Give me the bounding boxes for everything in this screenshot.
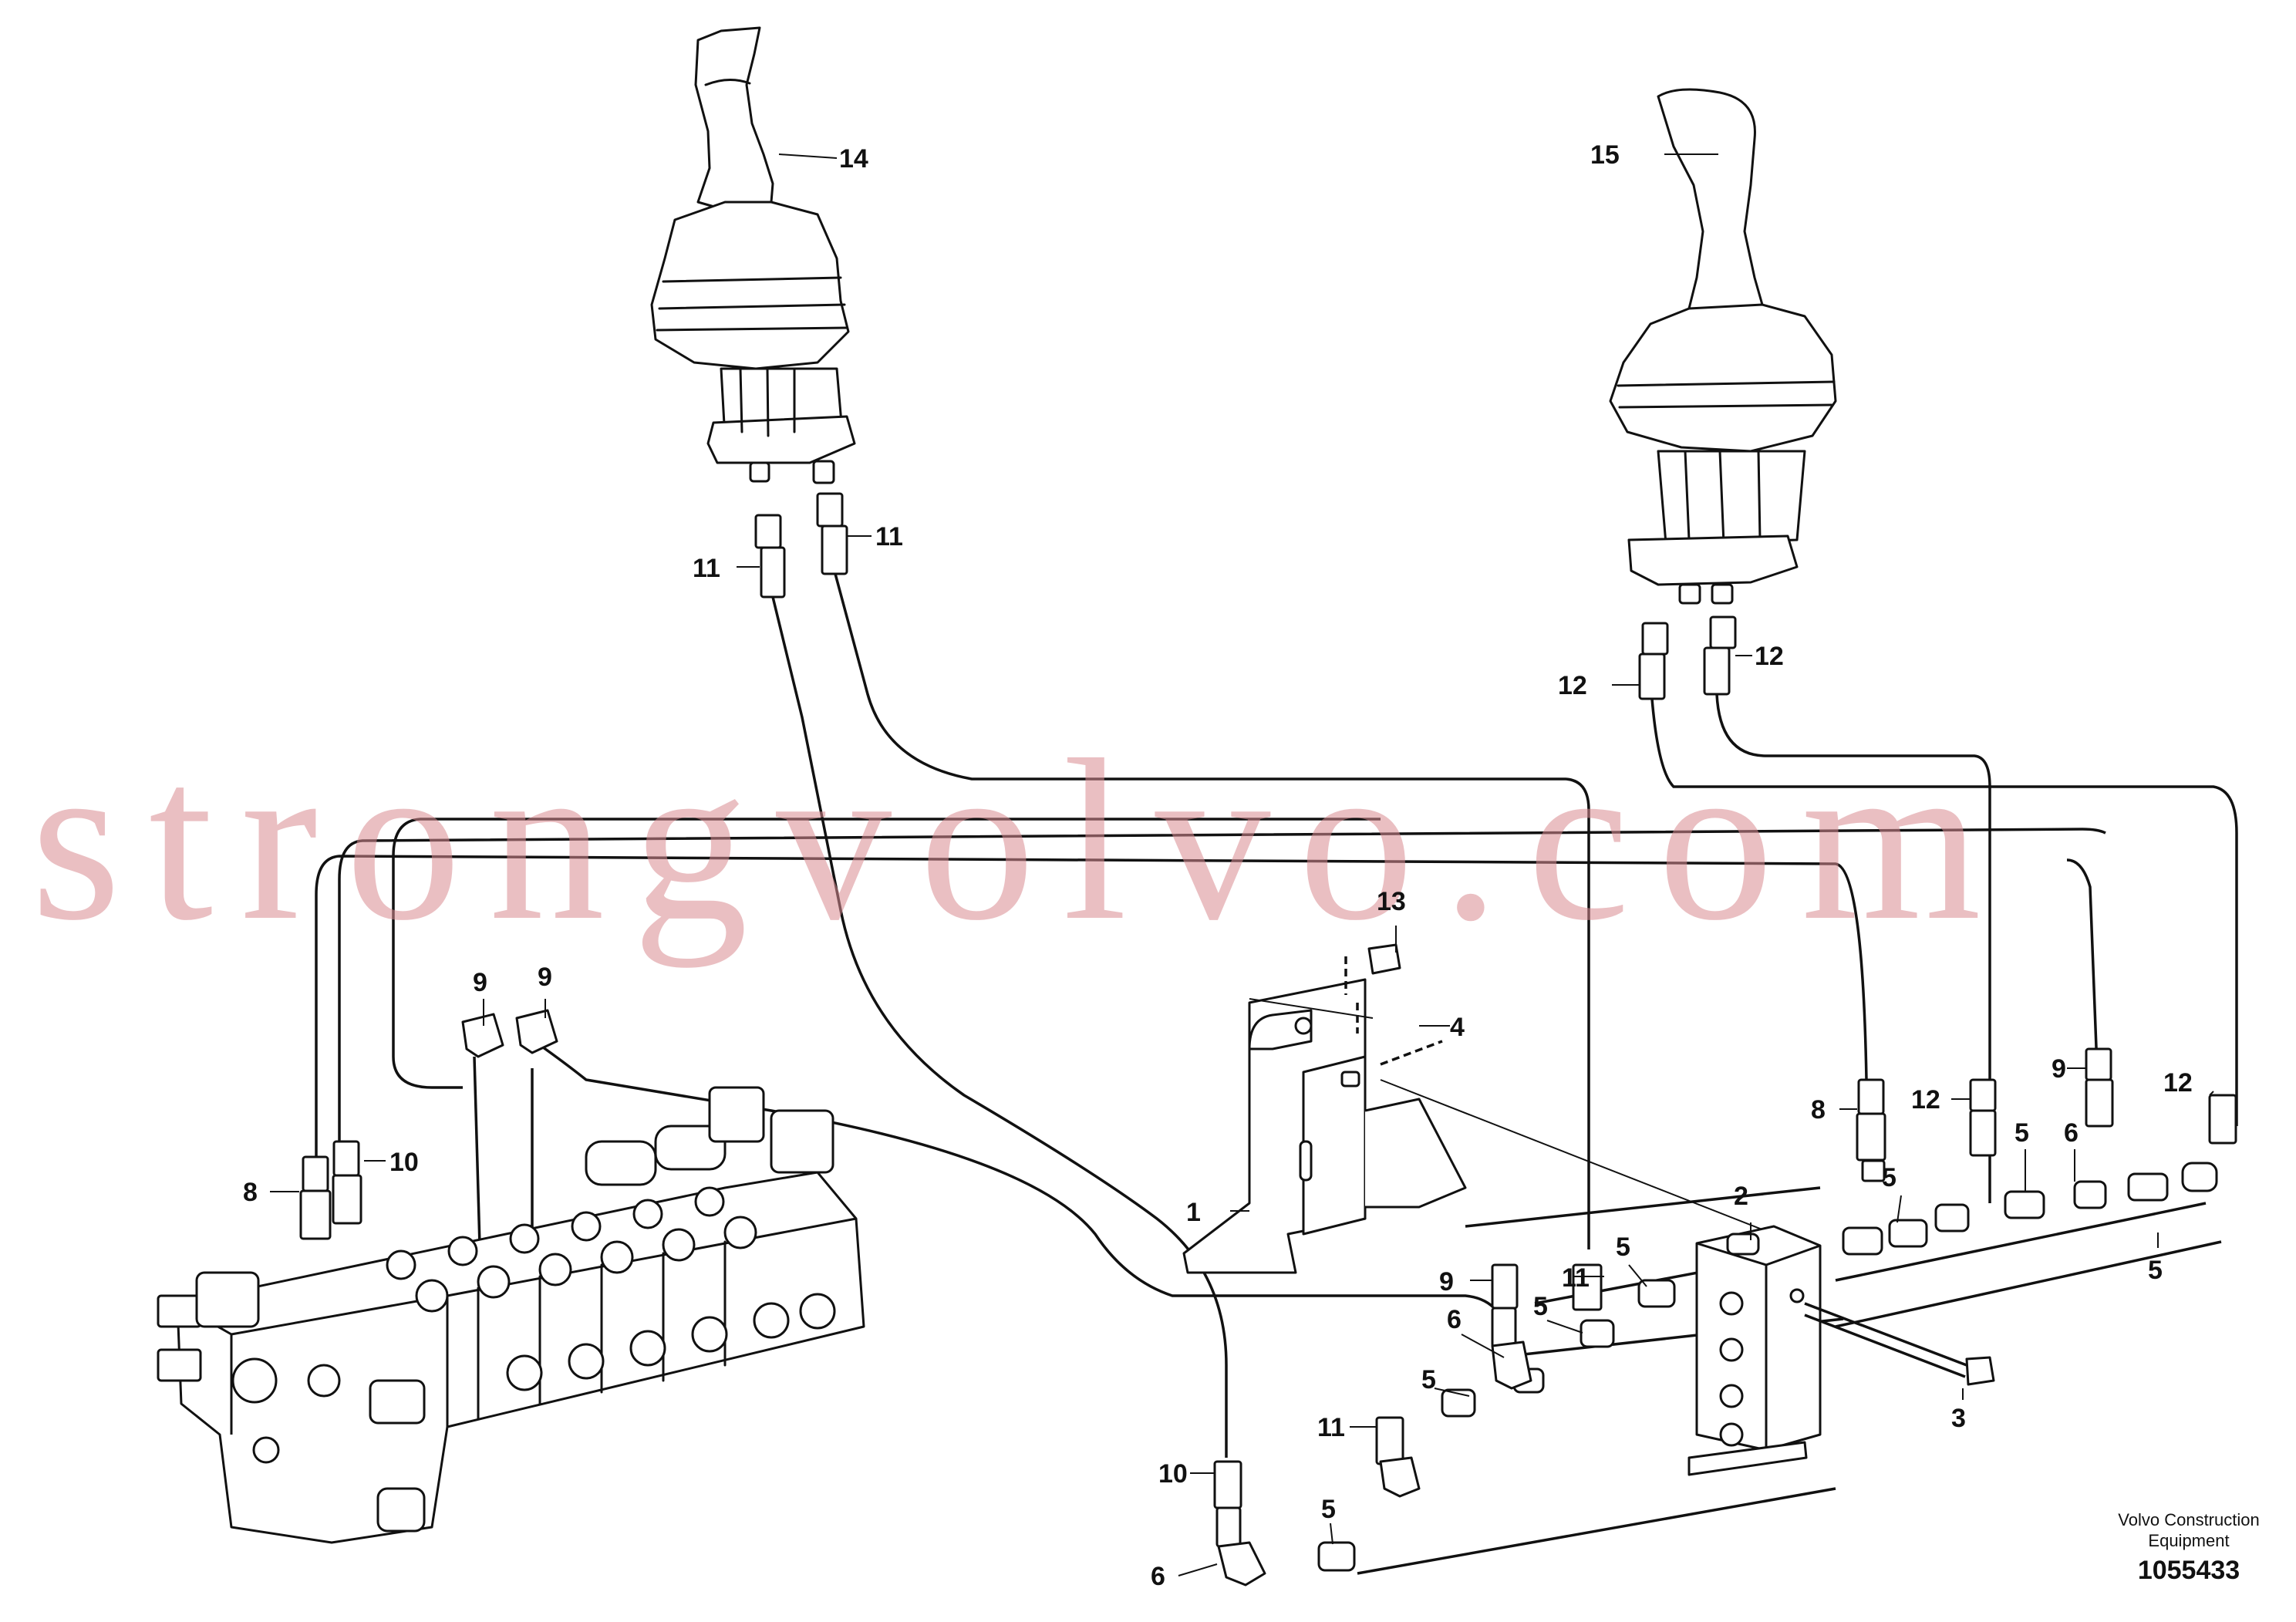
callout-5-center-3: 5	[1421, 1365, 1436, 1394]
callout-5-right-2: 5	[2014, 1118, 2029, 1148]
watermark-text: strongvolvo.com	[31, 712, 2009, 969]
callout-3: 3	[1951, 1404, 1966, 1433]
callout-5-far-right: 5	[2148, 1256, 2163, 1285]
callout-5-right: 5	[1882, 1163, 1896, 1192]
diagram-footer: Volvo Construction Equipment 1055433	[2118, 1510, 2259, 1585]
brand-line-2: Equipment	[2148, 1531, 2229, 1550]
callout-11-left-joystick: 11	[693, 554, 720, 583]
mounting-bracket	[1182, 978, 1467, 1274]
callout-12-right: 12	[1911, 1085, 1940, 1114]
callout-11-left-joystick-2: 11	[875, 522, 903, 551]
document-number: 1055433	[2138, 1556, 2240, 1585]
callout-8-right: 8	[1811, 1095, 1826, 1125]
callout-11-center: 11	[1562, 1263, 1590, 1293]
callout-6-right: 6	[2064, 1118, 2079, 1148]
callout-5-center: 5	[1616, 1233, 1630, 1262]
callout-12-right-joystick-2: 12	[1755, 642, 1784, 671]
callout-10-lower: 10	[1158, 1459, 1188, 1489]
distribution-block	[1687, 1225, 1822, 1476]
callout-15: 15	[1590, 140, 1620, 170]
callout-10-valve: 10	[389, 1148, 419, 1177]
callout-5-lower: 5	[1321, 1495, 1336, 1524]
callout-11-lower: 11	[1317, 1413, 1345, 1442]
callout-13: 13	[1377, 887, 1406, 916]
callout-12-far-right: 12	[2163, 1068, 2193, 1098]
valve-hose-fittings	[299, 1140, 362, 1240]
callout-labels: 14 15 11 11 12 12 13 4 9 9 10 8 1 2 3 8 …	[243, 140, 2193, 1591]
callout-6-lower: 6	[1151, 1562, 1165, 1591]
adapter-fittings	[1213, 1047, 2237, 1587]
callout-leaders	[270, 153, 2214, 1576]
callout-5-center-2: 5	[1533, 1292, 1548, 1321]
bracket-screw-and-washer	[1340, 943, 1775, 1235]
callout-14: 14	[839, 144, 868, 174]
main-control-valve	[157, 1086, 865, 1544]
callout-9-valve: 9	[473, 968, 487, 997]
callout-12-right-joystick: 12	[1558, 671, 1587, 700]
callout-8-valve: 8	[243, 1178, 258, 1207]
callout-9-center: 9	[1439, 1267, 1454, 1297]
callout-9-valve-2: 9	[538, 963, 552, 992]
right-joystick-hose-fittings	[1638, 615, 1737, 700]
valve-elbow-fittings	[461, 1009, 558, 1058]
left-joystick-hose-fittings	[754, 492, 848, 599]
callout-6-center: 6	[1447, 1305, 1462, 1334]
mounting-bolt	[1804, 1302, 1995, 1386]
callout-1: 1	[1186, 1198, 1201, 1227]
callout-4: 4	[1450, 1013, 1465, 1042]
callout-2: 2	[1734, 1182, 1748, 1211]
callout-9-right: 9	[2052, 1054, 2066, 1084]
left-joystick-control	[650, 26, 856, 484]
brand-line-1: Volvo Construction	[2118, 1510, 2259, 1529]
right-joystick-control	[1609, 88, 1837, 605]
